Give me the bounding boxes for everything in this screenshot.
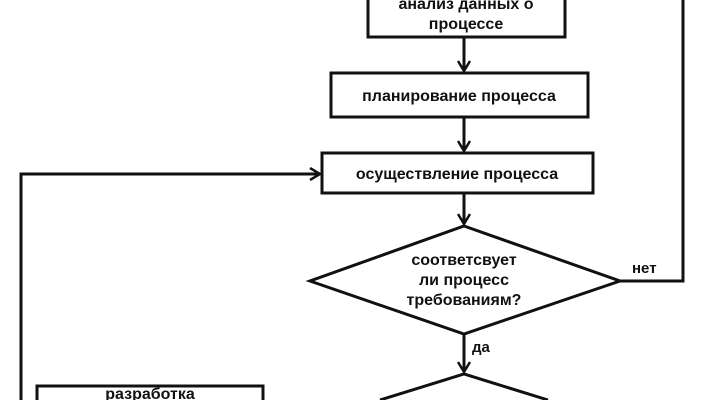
- node-analysis: анализ данных о процессе: [366, 0, 567, 39]
- node-execution-label: осуществление процесса: [356, 166, 558, 183]
- edge-label-no: нет: [632, 260, 657, 277]
- arrow-development-loop-to-execution: [19, 174, 320, 400]
- node-analysis-line-1: анализ данных о: [398, 0, 533, 13]
- node-planning-label: планирование процесса: [362, 88, 556, 105]
- diagram-frame: анализ данных о процессе планирование пр…: [19, 0, 685, 400]
- node-decision-line-2: ли процесс: [419, 272, 509, 289]
- node-decision-2-top: [379, 372, 549, 400]
- connector-no-loop: [620, 0, 685, 283]
- node-decision-line-1: соответсвует: [411, 252, 517, 269]
- node-decision: соответсвует ли процесс требованиям?: [305, 224, 625, 336]
- edge-label-yes: да: [472, 339, 491, 356]
- node-execution: осуществление процесса: [320, 151, 595, 195]
- node-decision-line-3: требованиям?: [407, 292, 522, 309]
- node-planning: планирование процесса: [329, 71, 590, 119]
- node-development: разработка: [35, 384, 265, 400]
- node-development-label: разработка: [105, 386, 195, 400]
- node-analysis-line-2: процессе: [429, 16, 504, 33]
